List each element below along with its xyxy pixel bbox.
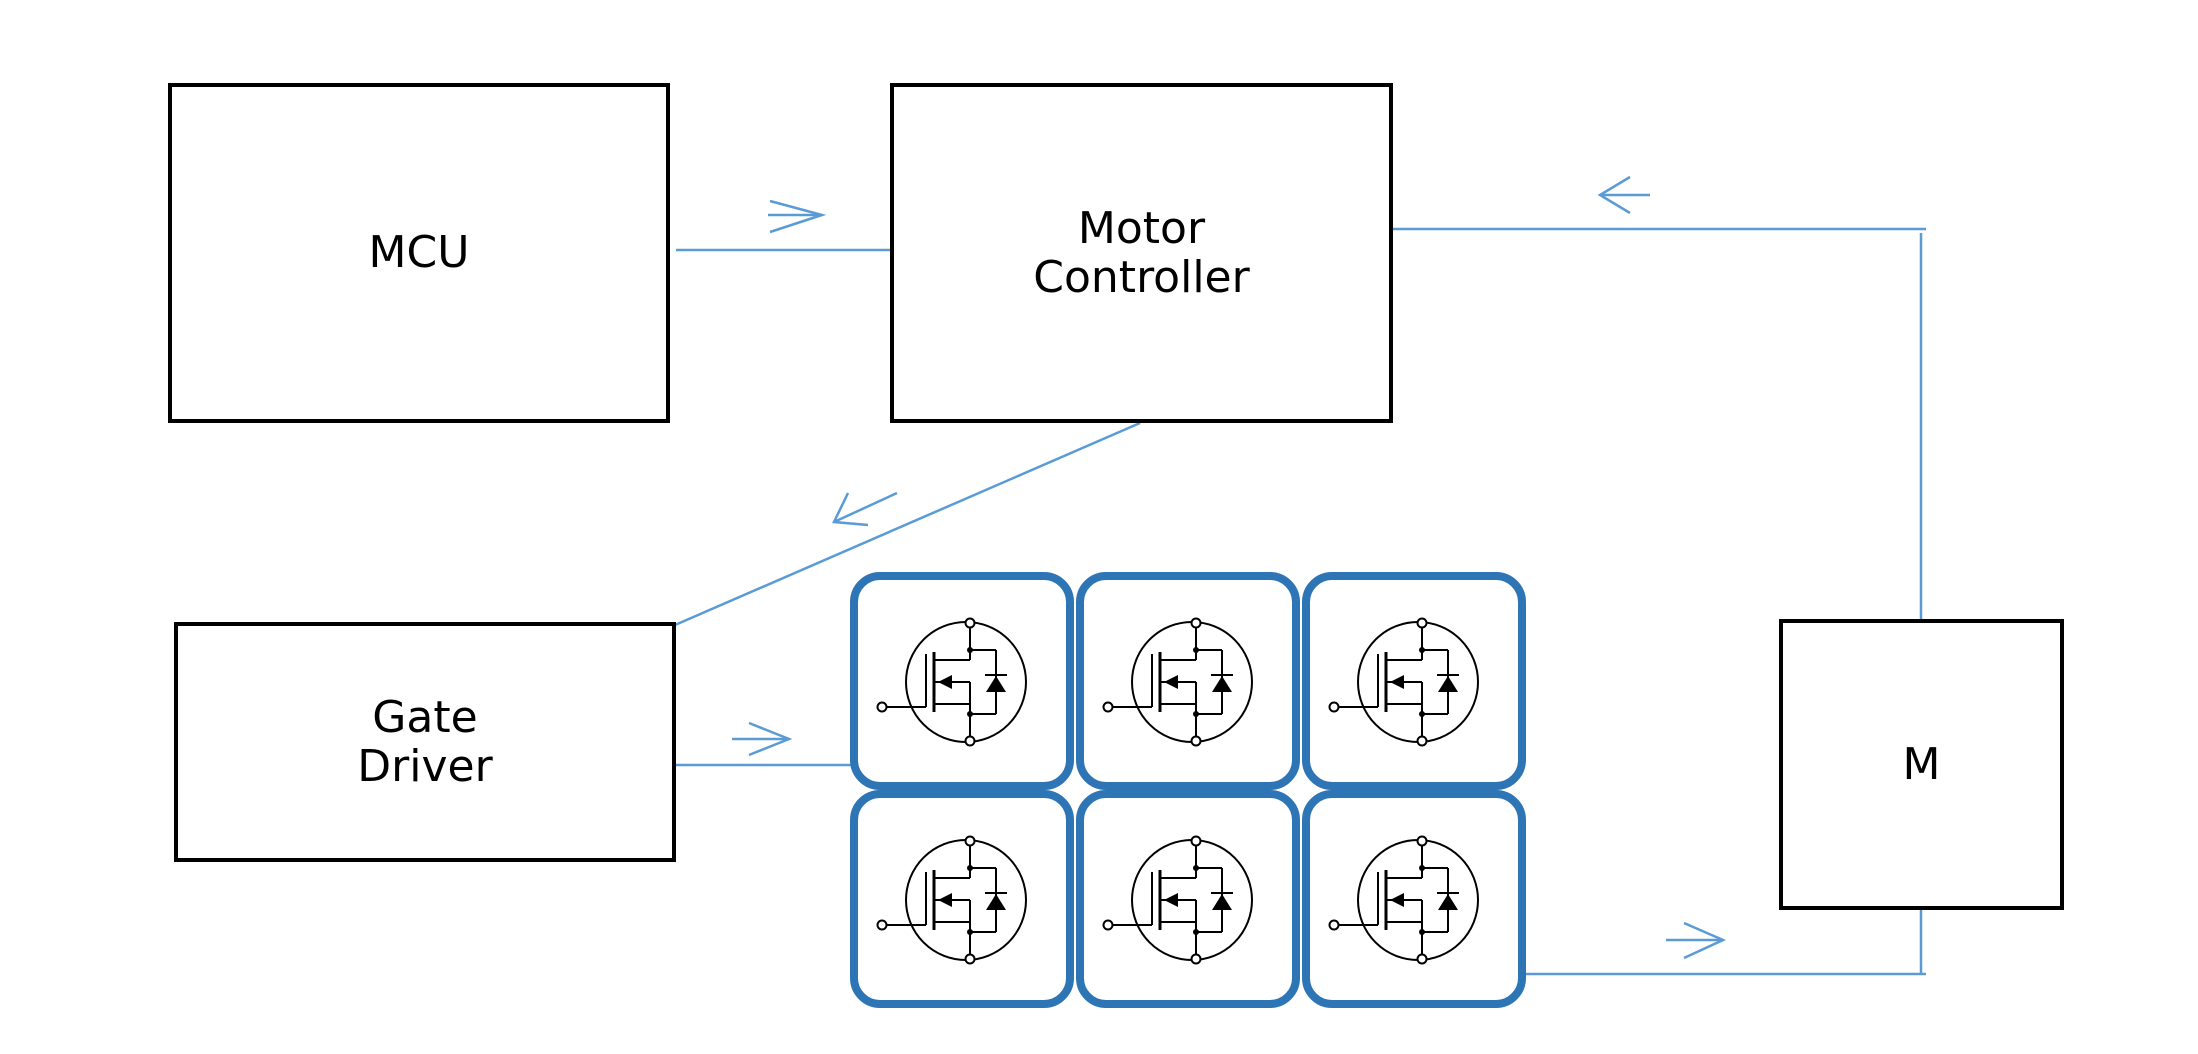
motor-controller-block: Motor Controller xyxy=(890,83,1393,423)
mcu-label: MCU xyxy=(368,227,470,279)
gate-driver-block: Gate Driver xyxy=(174,622,676,862)
mosfet-icon xyxy=(1328,617,1479,747)
arrow-down-left-icon-shaft xyxy=(833,491,898,524)
mosfet-icon xyxy=(876,835,1027,965)
mosfet-switch-1 xyxy=(850,572,1074,790)
mosfet-icon xyxy=(1102,835,1253,965)
motor-label: M xyxy=(1902,738,1941,790)
motor-controller-label: Motor Controller xyxy=(1033,202,1250,303)
mosfet-icon xyxy=(876,617,1027,747)
mosfet-icon xyxy=(1102,617,1253,747)
mosfet-switch-4 xyxy=(850,790,1074,1008)
connector-controller-to-driver xyxy=(674,421,1141,627)
mosfet-switch-5 xyxy=(1076,790,1300,1008)
gate-driver-label: Gate Driver xyxy=(357,691,493,792)
mosfet-icon xyxy=(1328,835,1479,965)
mosfet-switch-3 xyxy=(1302,572,1526,790)
mcu-block: MCU xyxy=(168,83,670,423)
motor-block: M xyxy=(1779,619,2064,910)
mosfet-switch-2 xyxy=(1076,572,1300,790)
mosfet-switch-6 xyxy=(1302,790,1526,1008)
